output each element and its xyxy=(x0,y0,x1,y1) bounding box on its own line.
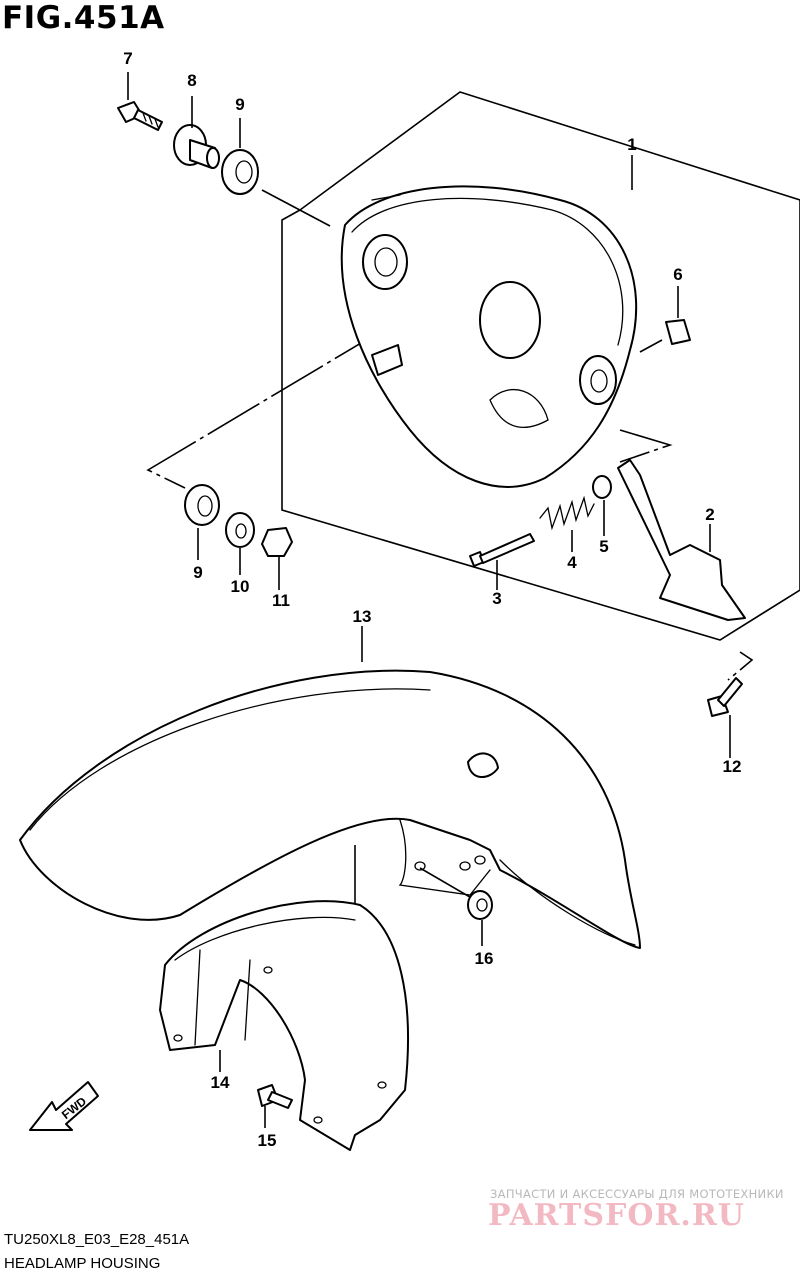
front-fender-13 xyxy=(19,669,641,949)
callout-16: 16 xyxy=(475,949,494,968)
headlamp-housing xyxy=(340,185,638,488)
bracket-2 xyxy=(617,459,746,621)
guide-line-right xyxy=(619,339,673,463)
bolt-7 xyxy=(117,101,163,131)
callout-15: 15 xyxy=(258,1131,277,1150)
callout-9-lower: 9 xyxy=(193,563,202,582)
callout-13: 13 xyxy=(353,607,372,626)
callout-5: 5 xyxy=(599,537,608,556)
diagram-name: HEADLAMP HOUSING xyxy=(4,1255,161,1272)
grommet-9-upper xyxy=(221,149,259,195)
washer-5 xyxy=(592,475,612,499)
fwd-arrow: FWD xyxy=(29,1081,99,1131)
callout-8: 8 xyxy=(187,71,196,90)
washer-10 xyxy=(225,512,255,548)
collar-8 xyxy=(173,124,220,169)
guide-line-left xyxy=(146,289,451,489)
guide-line-bolt7 xyxy=(261,189,331,227)
assembly-outline xyxy=(281,91,800,641)
callout-10: 10 xyxy=(231,577,250,596)
nut-11 xyxy=(261,527,293,557)
spring-4 xyxy=(539,495,595,531)
callout-4: 4 xyxy=(567,553,577,572)
guide-line-16 xyxy=(419,867,476,901)
callout-1: 1 xyxy=(627,135,636,154)
bolt-12 xyxy=(707,677,743,717)
callout-12: 12 xyxy=(723,757,742,776)
callout-11: 11 xyxy=(272,591,290,610)
callout-2: 2 xyxy=(705,505,714,524)
grommet-9-lower xyxy=(184,484,220,526)
bolt-15 xyxy=(257,1084,293,1109)
callout-14: 14 xyxy=(211,1073,230,1092)
callout-9-upper: 9 xyxy=(235,95,244,114)
callout-6: 6 xyxy=(673,265,682,284)
adjusting-screw-3 xyxy=(469,533,535,567)
clip-nut xyxy=(665,319,691,345)
watermark-logo: PARTSFOR.RU xyxy=(488,1198,745,1233)
grommet-16 xyxy=(467,890,493,920)
leader-lines xyxy=(127,72,731,1128)
guide-line-bolt12 xyxy=(727,651,754,681)
watermark-tagline: ЗАПЧАСТИ И АКСЕССУАРЫ ДЛЯ МОТОТЕХНИКИ xyxy=(490,1187,784,1201)
diagram-code: TU250XL8_E03_E28_451A xyxy=(4,1231,190,1248)
figure-title: FIG.451A xyxy=(2,0,165,36)
callout-3: 3 xyxy=(492,589,501,608)
inner-fender-14 xyxy=(159,900,409,1151)
callout-7: 7 xyxy=(123,49,132,68)
